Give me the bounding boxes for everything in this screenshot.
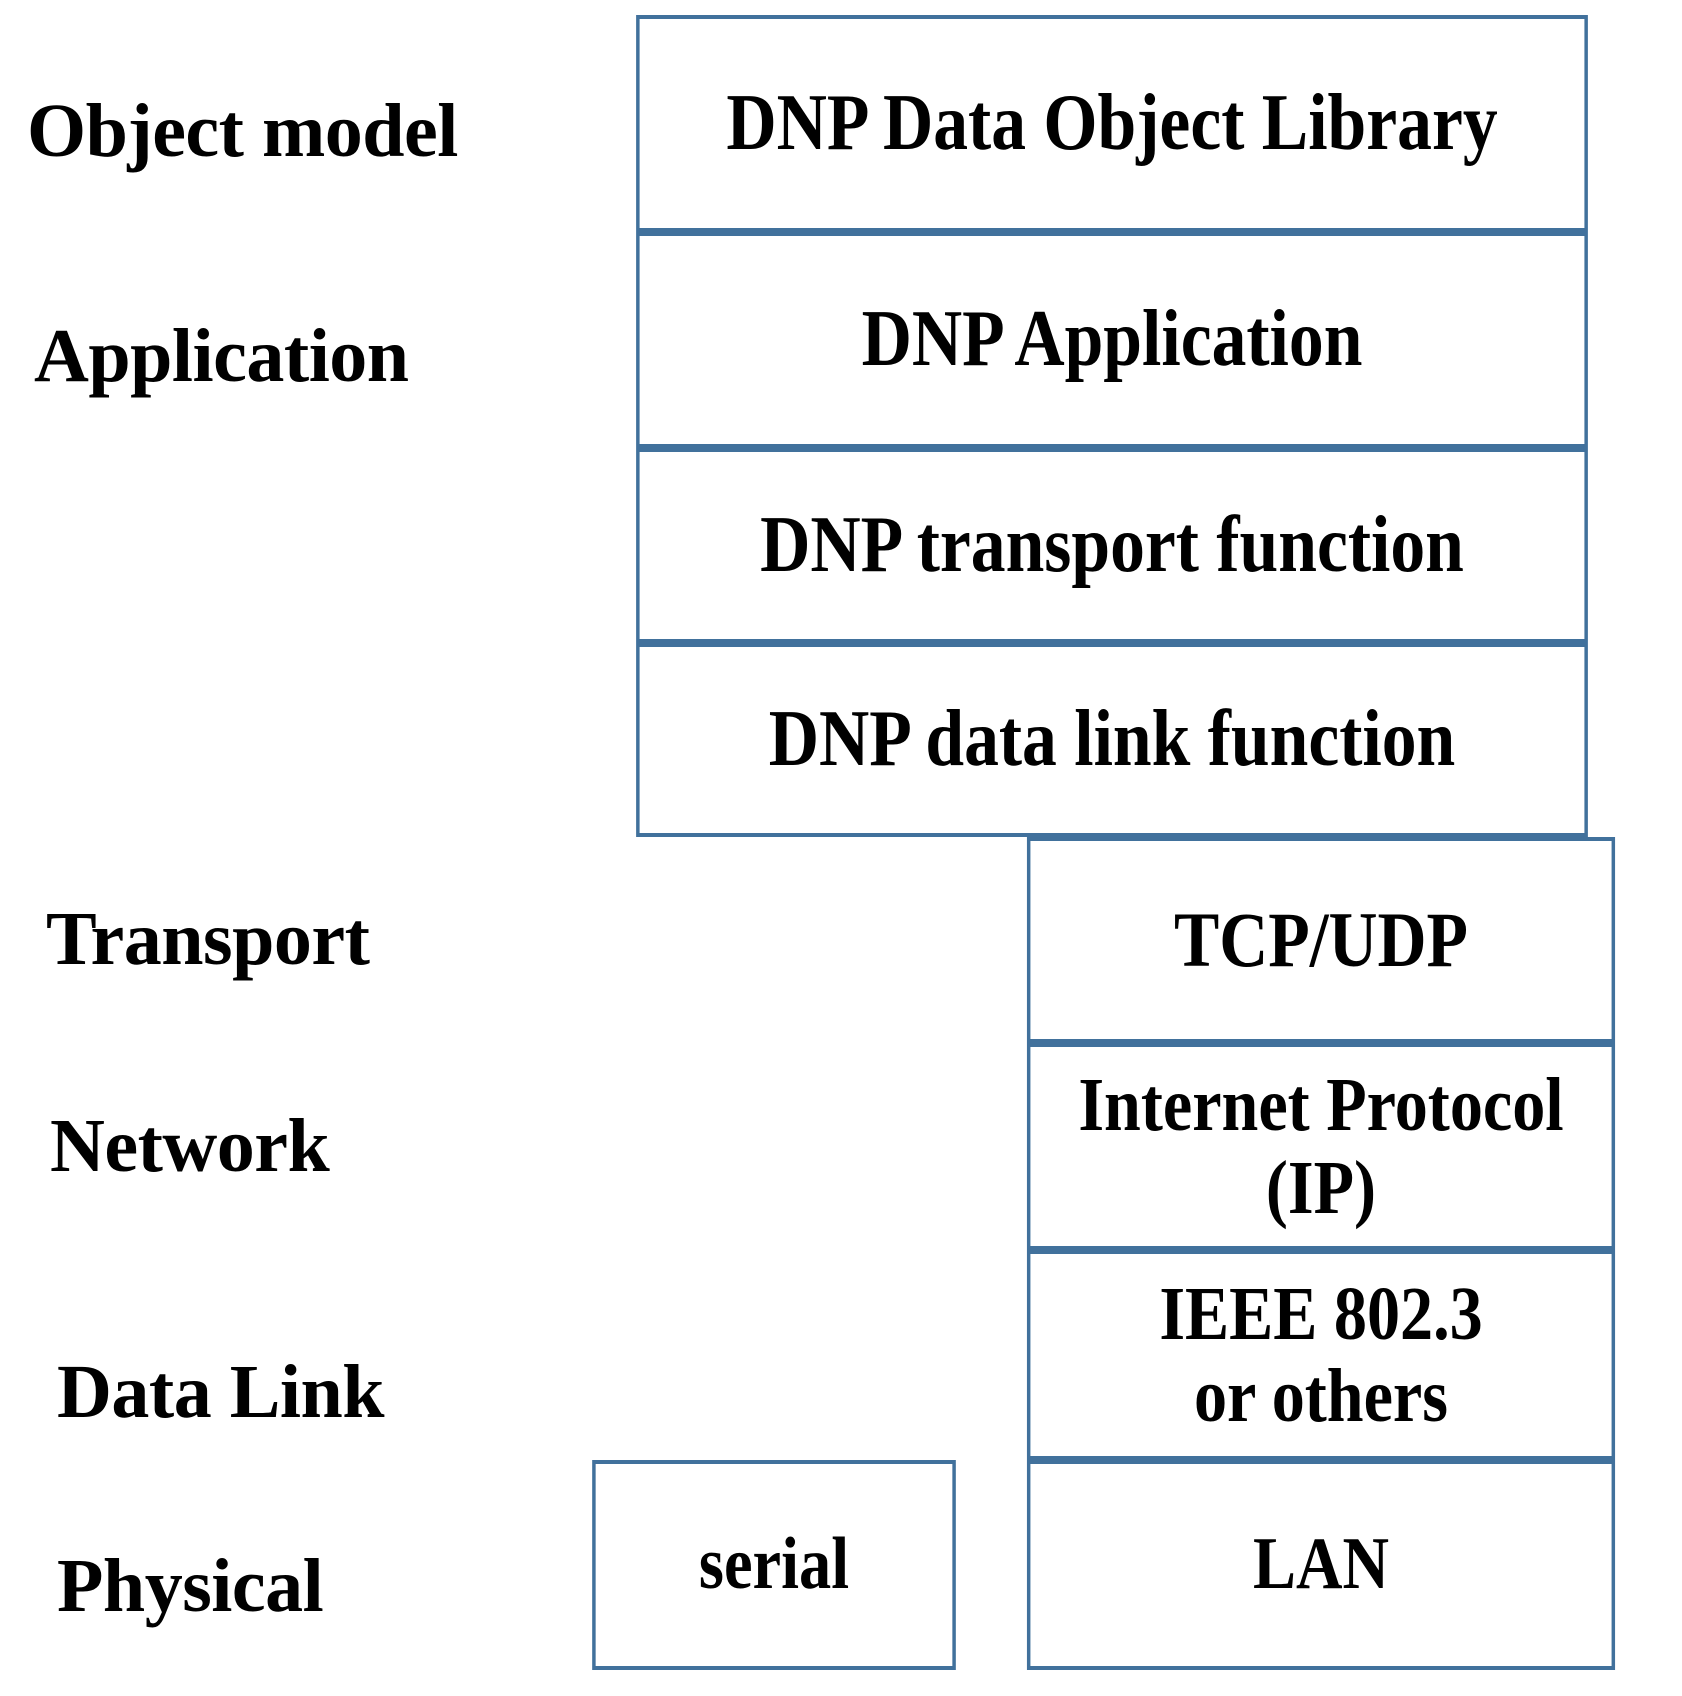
layer-label-transport: Transport (46, 897, 370, 982)
layer-label-physical: Physical (57, 1544, 324, 1629)
stack-box-label: Internet Protocol (IP) (1078, 1063, 1564, 1230)
stack-box-dnp-data-link-function[interactable]: DNP data link function (636, 643, 1588, 837)
layer-label-data-link: Data Link (57, 1350, 385, 1435)
stack-box-tcp-udp[interactable]: TCP/UDP (1026, 837, 1616, 1043)
stack-box-label: IEEE 802.3 or others (1159, 1271, 1483, 1438)
layer-label-application: Application (34, 314, 409, 399)
layer-label-object-model: Object model (27, 89, 458, 174)
stack-box-lan[interactable]: LAN (1026, 1460, 1616, 1670)
stack-box-dnp-data-object-library[interactable]: DNP Data Object Library (636, 15, 1588, 232)
stack-box-label: TCP/UDP (1173, 896, 1469, 984)
stack-box-dnp-transport-function[interactable]: DNP transport function (636, 448, 1588, 643)
stack-box-label: DNP Data Object Library (726, 78, 1498, 167)
stack-box-label: LAN (1253, 1523, 1389, 1606)
stack-box-ieee-802-3-or-others[interactable]: IEEE 802.3 or others (1026, 1250, 1616, 1460)
stack-box-serial[interactable]: serial (592, 1460, 956, 1670)
layer-label-network: Network (50, 1104, 330, 1189)
stack-box-label: serial (698, 1523, 850, 1606)
stack-box-label: DNP data link function (768, 695, 1456, 784)
stack-box-label: DNP transport function (760, 500, 1464, 589)
stack-box-dnp-application[interactable]: DNP Application (636, 232, 1588, 448)
stack-box-internet-protocol-ip[interactable]: Internet Protocol (IP) (1026, 1043, 1616, 1250)
stack-box-label: DNP Application (861, 295, 1363, 384)
